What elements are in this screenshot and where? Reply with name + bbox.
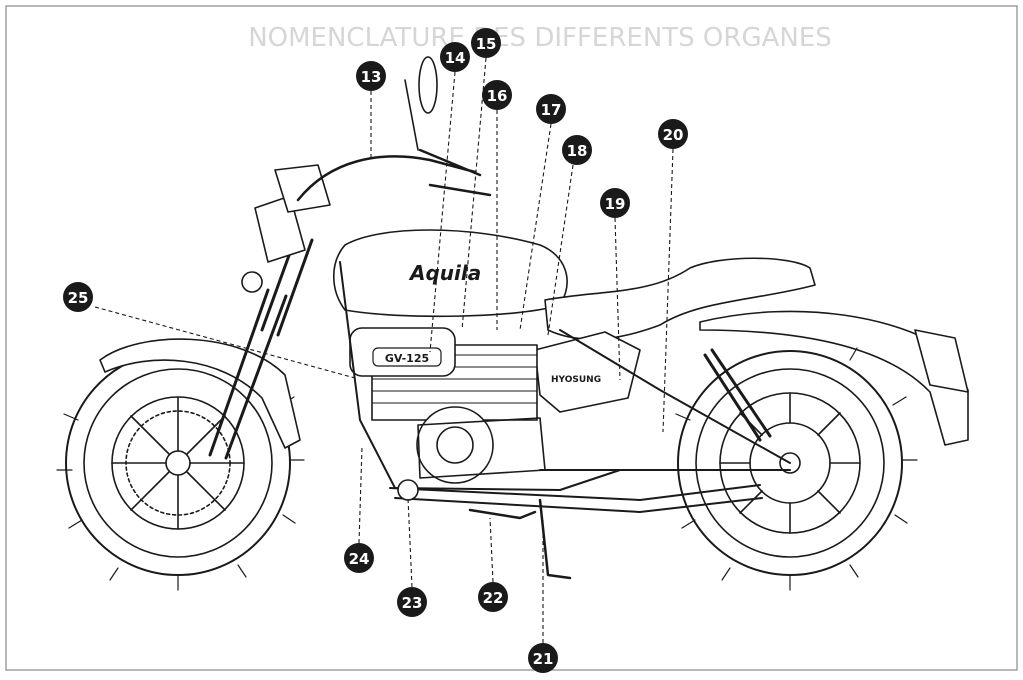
callout-18-marker — [562, 135, 592, 165]
callout-15-marker — [471, 28, 501, 58]
callout-13-marker — [356, 61, 386, 91]
exhaust-pipe — [389, 484, 763, 513]
rear-fender — [699, 310, 969, 446]
callout-23: 23 — [402, 594, 423, 612]
leader-22 — [489, 517, 494, 583]
cover-badge: GV-125 — [385, 352, 429, 365]
callout-18: 18 — [567, 142, 588, 160]
leader-18 — [547, 164, 574, 336]
page-frame — [5, 5, 1018, 671]
handlebar — [296, 148, 492, 202]
header-title: NOMENCLATURE DES DIFFERENTS ORGANES — [248, 23, 832, 53]
callout-markers: 13 14 15 16 17 18 19 20 21 22 23 24 25 — [63, 28, 688, 673]
callout-16-marker — [482, 80, 512, 110]
leader-25 — [94, 306, 356, 379]
callout-21-marker — [528, 643, 558, 673]
rear-shock — [703, 348, 772, 442]
leader-14 — [429, 71, 456, 353]
callout-17-marker — [536, 94, 566, 124]
callout-19: 19 — [605, 195, 626, 213]
callout-24: 24 — [349, 550, 370, 568]
callout-20: 20 — [663, 126, 684, 144]
leader-24 — [358, 446, 363, 544]
callout-22: 22 — [483, 589, 504, 607]
leader-20 — [662, 148, 674, 433]
callout-14-marker — [440, 42, 470, 72]
callout-17: 17 — [541, 101, 562, 119]
headlamp — [241, 164, 331, 293]
callout-14: 14 — [445, 49, 466, 67]
callout-13: 13 — [361, 68, 382, 86]
exhaust-tip — [914, 329, 969, 393]
mirror — [404, 56, 438, 151]
leader-19 — [614, 217, 621, 381]
leader-23 — [407, 497, 413, 588]
side-badge: HYOSUNG — [551, 375, 601, 385]
callout-21: 21 — [533, 650, 554, 668]
callout-22-marker — [478, 582, 508, 612]
leader-15 — [461, 57, 487, 331]
callout-25: 25 — [68, 289, 89, 307]
tank-badge: Aquila — [408, 261, 481, 285]
cover-badge-box — [372, 347, 442, 367]
footpeg — [397, 479, 419, 501]
side-stand — [538, 498, 572, 580]
motorcycle — [56, 56, 969, 591]
callout-24-marker — [344, 543, 374, 573]
leader-lines — [94, 57, 674, 643]
callout-25-marker — [63, 282, 93, 312]
callout-15: 15 — [476, 35, 497, 53]
callout-20-marker — [658, 119, 688, 149]
callout-23-marker — [397, 587, 427, 617]
callout-19-marker — [600, 188, 630, 218]
callout-16: 16 — [487, 87, 508, 105]
front-fork — [208, 234, 314, 460]
seat — [544, 257, 816, 340]
side-cover — [534, 331, 641, 413]
front-fender — [99, 338, 301, 449]
brake-pedal — [468, 508, 537, 520]
